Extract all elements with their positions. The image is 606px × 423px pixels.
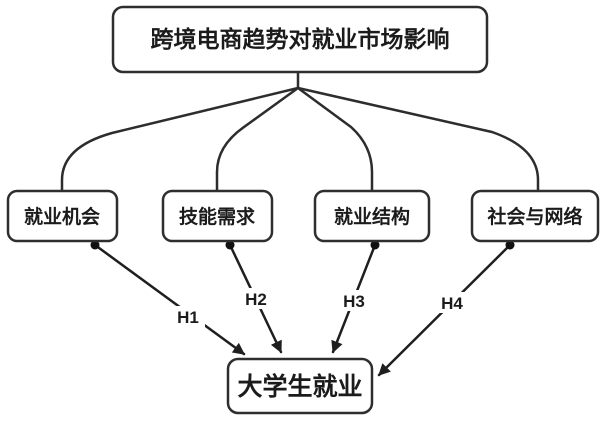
factor-node-4: 社会与网络 [470,189,600,243]
h1-label: H1 [177,308,199,327]
root-node-box [111,5,489,74]
factor-node-2: 技能需求 [161,189,274,243]
outcome-node-label: 大学生就业 [237,372,362,401]
root-node-label: 跨境电商趋势对就业市场影响 [151,26,450,52]
factor-node-4-box [470,189,600,243]
hypothesis-labels: H1 H2 H3 H4 [171,288,469,327]
factor-node-2-box [161,189,274,243]
outcome-node-box [226,357,374,415]
factor-node-1-box [6,189,119,243]
connector-root-to-factor-2 [215,86,300,193]
factor-node-2-label: 技能需求 [179,205,256,228]
edge-dot-1 [90,240,100,250]
factor-node-1: 就业机会 [6,189,119,243]
edge-origin-dots [90,240,515,250]
factor-node-3-box [313,189,431,243]
factor-node-1-label: 就业机会 [24,205,100,228]
h2-label: H2 [245,290,267,309]
edge-dot-3 [370,240,380,250]
factor-node-4-label: 社会与网络 [486,205,582,228]
root-node: 跨境电商趋势对就业市场影响 [111,5,489,74]
h3-label: H3 [343,292,365,311]
connector-root-to-factor-3 [296,86,374,193]
tree-connectors [60,70,540,193]
edge-dot-4 [505,240,515,250]
factor-node-3-label: 就业结构 [334,205,410,228]
arrow-h1 [93,243,246,356]
h1-label-bg [171,306,205,327]
h3-label-bg [337,290,371,311]
connector-root-to-factor-4 [296,86,540,193]
factor-node-3: 就业结构 [313,189,431,243]
h2-label-bg [239,288,273,309]
edge-dot-2 [225,240,235,250]
outcome-node: 大学生就业 [226,357,374,415]
connector-root-to-factor-1 [60,86,300,193]
h4-label: H4 [441,294,463,313]
h4-label-bg [435,292,469,313]
